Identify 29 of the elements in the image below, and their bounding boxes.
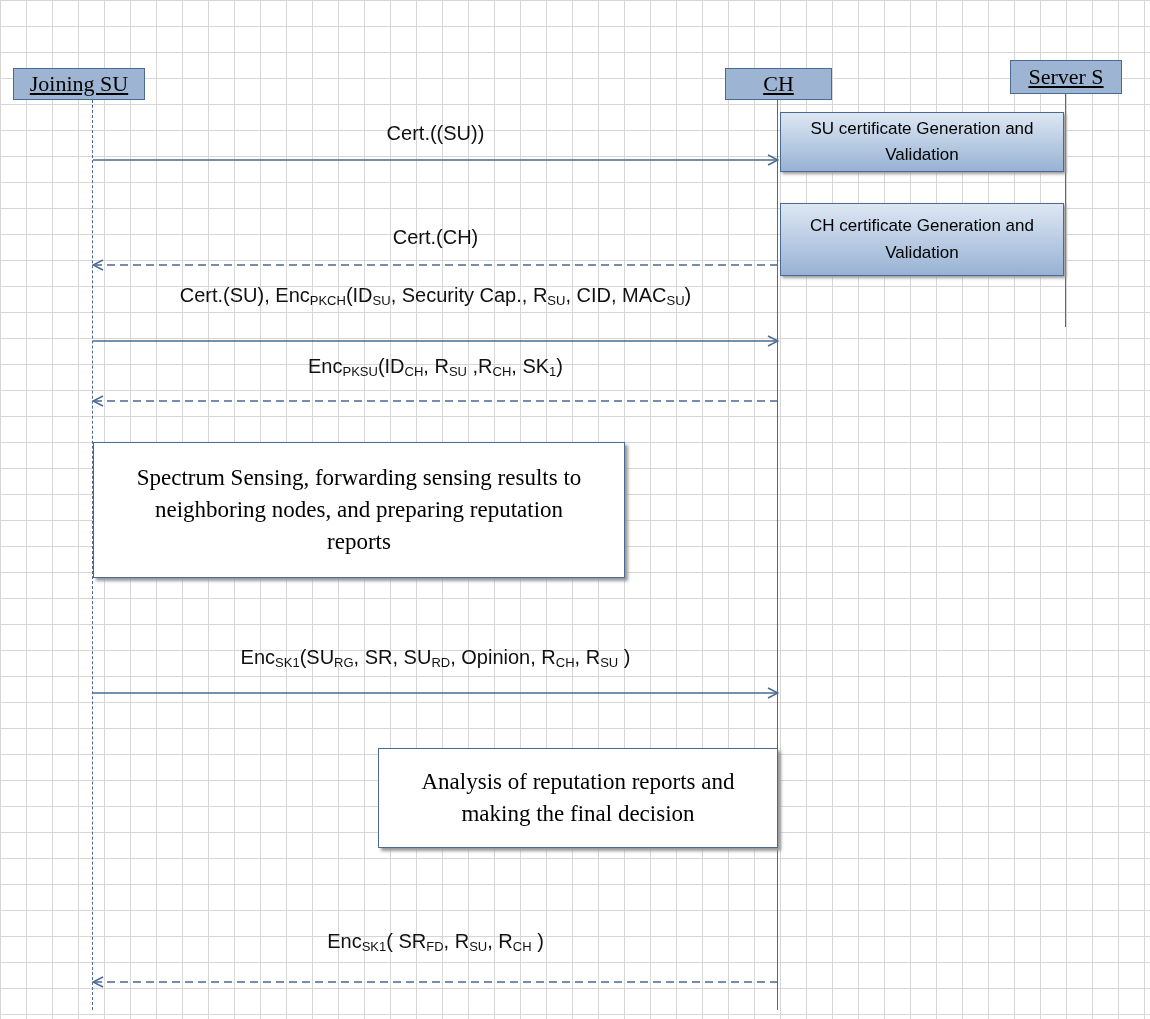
- process-box: [780, 203, 1064, 276]
- edge-label: Enc$_{SK1}$(SU$_{RG}$, SR, SU$_{RD}$, Opinion, R$_{CH}$, R$_{SU}$ ): [240, 646, 631, 670]
- participant-box: [13, 68, 145, 100]
- lifeline: [1065, 94, 1069, 327]
- message-arrow: [92, 395, 779, 407]
- edge-label: Cert.(SU), Enc$_{PKCH}$(ID$_{SU}$, Security Cap., R$_{SU}$, CID, MAC$_{SU}$): [179, 284, 692, 308]
- message-arrow: [92, 154, 779, 166]
- message-arrow: [92, 259, 779, 271]
- edge-label: Cert.((SU)): [386, 122, 485, 145]
- lifeline: [777, 100, 781, 1010]
- participant-box: [725, 68, 832, 100]
- edge-label: Enc$_{SK1}$( SR$_{FD}$, R$_{SU}$, R$_{CH}$ ): [327, 930, 544, 954]
- message-arrow: [92, 687, 779, 699]
- participant-name: CH: [763, 71, 794, 97]
- participant-name: Joining SU: [29, 71, 129, 97]
- box-text: SU certificate Generation and Validation: [809, 117, 1035, 166]
- activity-box: [378, 748, 778, 848]
- lifeline: [92, 100, 96, 1010]
- edge-label: Cert.(CH): [392, 226, 479, 249]
- message-arrow: [92, 976, 779, 988]
- box-text: Analysis of reputation reports and making the final decision: [420, 767, 736, 828]
- box-text: Spectrum Sensing, forwarding sensing results to neighboring nodes, and preparing reputation reports: [135, 463, 583, 557]
- participant-box: [1010, 60, 1122, 94]
- activity-box: [93, 442, 625, 578]
- box-text: CH certificate Generation and Validation: [809, 215, 1035, 264]
- message-arrow: [92, 335, 779, 347]
- process-box: [780, 112, 1064, 172]
- participant-name: Server S: [1028, 64, 1104, 90]
- edge-label: Enc$_{PKSU}$(ID$_{CH}$, R$_{SU}$ ,R$_{CH}$, SK$_{1}$): [308, 355, 563, 379]
